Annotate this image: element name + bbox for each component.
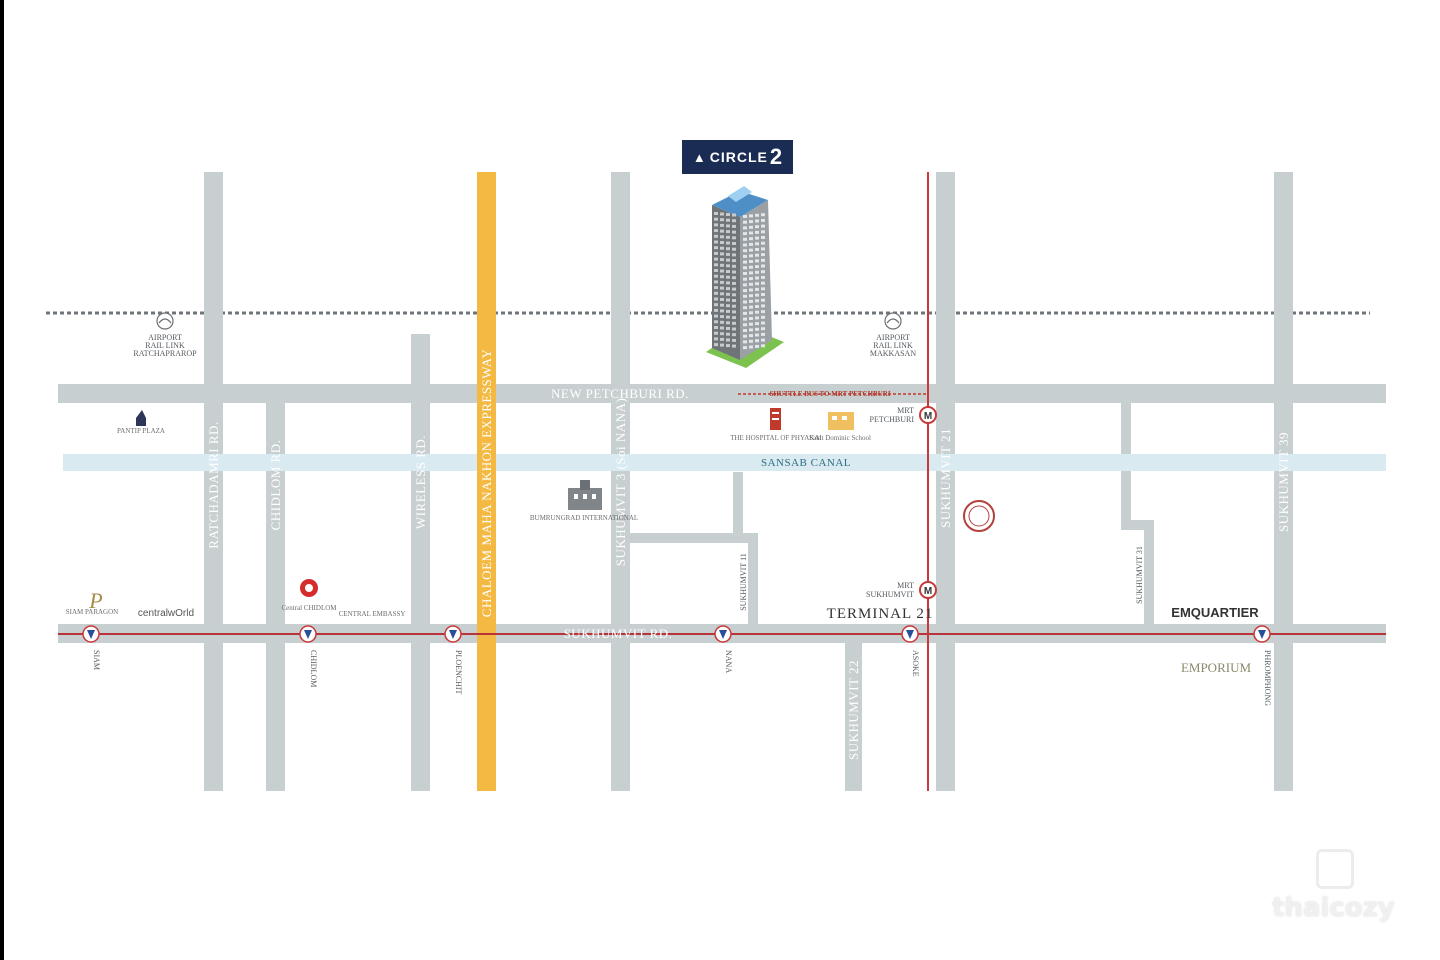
svg-text:PANTIP PLAZA: PANTIP PLAZA xyxy=(117,427,165,435)
label-sukhumvit-21: SUKHUMVIT 21 xyxy=(938,428,953,528)
watermark-logo-icon xyxy=(1316,849,1354,889)
svg-text:MRT: MRT xyxy=(897,581,914,590)
left-frame-border xyxy=(0,0,4,960)
logo-word: CIRCLE xyxy=(709,149,768,165)
landmark-emporium: EMPORIUM xyxy=(1181,660,1252,675)
bts-station-phromphong: PHROMPHONG xyxy=(1253,625,1272,706)
label-sukhumvit: SUKHUMVIT RD. xyxy=(564,626,673,641)
label-shuttle: SHUTTLE BUS TO MRT PETCHBURI xyxy=(769,390,890,398)
bts-stations: SIAM CHIDLOM PLOENCHIT NANA ASOKE PHROMPHONG xyxy=(82,625,1272,706)
svg-text:Saint Dominic School: Saint Dominic School xyxy=(809,434,871,442)
svg-text:SIAM PARAGON: SIAM PARAGON xyxy=(66,608,118,616)
bts-station-label: ASOKE xyxy=(911,650,920,677)
mrt-petchburi-station: M MRT PETCHBURI xyxy=(870,406,937,424)
watermark: thaicozy xyxy=(1272,845,1412,925)
svg-text:SUKHUMVIT: SUKHUMVIT xyxy=(866,590,914,599)
svg-text:AIRPORT: AIRPORT xyxy=(876,333,910,342)
svg-text:AIRPORT: AIRPORT xyxy=(148,333,182,342)
svg-text:M: M xyxy=(924,411,932,422)
road-soi-spur xyxy=(733,472,743,535)
label-sukhumvit-3: SUKHUMVIT 3 (Soi NANA) xyxy=(613,398,628,567)
bts-station-nana: NANA xyxy=(714,625,733,673)
bts-station-label: SIAM xyxy=(92,650,101,670)
road-chidlom xyxy=(266,394,285,791)
circle-2-tower xyxy=(706,186,784,368)
bts-station-label: PLOENCHIT xyxy=(454,650,463,695)
bts-station-label: CHIDLOM xyxy=(309,650,318,687)
watermark-text: thaicozy xyxy=(1272,893,1395,923)
airport-link-makkasan: AIRPORT RAIL LINK MAKKASAN xyxy=(870,312,916,358)
mrt-sukhumvit-station: M MRT SUKHUMVIT xyxy=(866,581,937,599)
svg-text:Central CHIDLOM: Central CHIDLOM xyxy=(281,604,337,612)
svg-text:MRT: MRT xyxy=(897,406,914,415)
svg-text:RAIL LINK: RAIL LINK xyxy=(873,341,913,350)
label-ratchadamri: RATCHADAMRI RD. xyxy=(206,421,221,548)
landmark-siam-paragon: P SIAM PARAGON xyxy=(66,588,118,616)
landmark-central-chidlom: Central CHIDLOM xyxy=(281,579,337,612)
bts-station-siam: SIAM xyxy=(82,625,101,670)
label-new-petchburi: NEW PETCHBURI RD. xyxy=(551,386,689,401)
bts-station-label: PHROMPHONG xyxy=(1263,650,1272,706)
road-sukhumvit-31-jog xyxy=(1121,520,1154,530)
label-expressway: CHALOEM MAHA NAKHON EXPRESSWAY xyxy=(479,349,494,618)
svg-text:P: P xyxy=(88,588,102,613)
road-sukhumvit-22 xyxy=(845,636,862,791)
landmark-central-world: centralwOrld xyxy=(138,608,194,619)
label-sansab-canal: SANSAB CANAL xyxy=(761,457,851,469)
landmark-pantip: PANTIP PLAZA xyxy=(117,410,165,435)
svg-text:MAKKASAN: MAKKASAN xyxy=(870,349,916,358)
svg-text:PETCHBURI: PETCHBURI xyxy=(870,415,915,424)
landmark-saint-dominic: Saint Dominic School xyxy=(809,412,871,442)
bts-station-label: NANA xyxy=(724,650,733,673)
svg-text:THE HOSPITAL OF PHYAKAI: THE HOSPITAL OF PHYAKAI xyxy=(730,434,822,442)
label-sukhumvit-31: SUKHUMVIT 31 xyxy=(1135,546,1144,604)
label-wireless: WIRELESS RD. xyxy=(413,435,428,529)
road-wireless xyxy=(411,334,430,791)
circle-2-logo-badge: ▲ CIRCLE 2 xyxy=(682,140,793,174)
landmark-emquartier: EMQUARTIER xyxy=(1171,605,1259,620)
bts-station-ploenchit: PLOENCHIT xyxy=(444,625,463,695)
landmark-terminal-21: TERMINAL 21 xyxy=(827,606,934,622)
sansab-canal xyxy=(63,454,1386,471)
svg-text:RATCHAPRAROP: RATCHAPRAROP xyxy=(133,349,197,358)
bts-station-asoke: ASOKE xyxy=(901,625,920,677)
label-sukhumvit-11: SUKHUMVIT 11 xyxy=(739,553,748,611)
svg-text:BUMRUNGRAD INTERNATIONAL: BUMRUNGRAD INTERNATIONAL xyxy=(530,514,638,522)
landmark-seal xyxy=(963,500,995,532)
landmark-bumrungrad: BUMRUNGRAD INTERNATIONAL xyxy=(530,480,638,522)
label-chidlom: CHIDLOM RD. xyxy=(268,440,283,531)
logo-triangle-icon: ▲ xyxy=(692,149,706,165)
road-sukhumvit-11 xyxy=(748,533,758,628)
airport-link-ratchaprarop: AIRPORT RAIL LINK RATCHAPRAROP xyxy=(133,312,197,358)
svg-text:RAIL LINK: RAIL LINK xyxy=(145,341,185,350)
label-sukhumvit-22: SUKHUMVIT 22 xyxy=(846,660,861,760)
road-sukhumvit-31 xyxy=(1144,520,1154,628)
svg-text:M: M xyxy=(924,586,932,597)
road-expressway xyxy=(477,172,496,791)
bts-station-chidlom: CHIDLOM xyxy=(299,625,318,687)
road-sukhumvit-11-link xyxy=(630,533,758,543)
label-sukhumvit-39: SUKHUMVIT 39 xyxy=(1276,432,1291,532)
logo-number: 2 xyxy=(769,144,783,169)
landmark-central-embassy: CENTRAL EMBASSY xyxy=(339,610,406,618)
landmark-hospital: THE HOSPITAL OF PHYAKAI xyxy=(730,408,822,442)
road-new-petchburi xyxy=(58,384,1386,403)
